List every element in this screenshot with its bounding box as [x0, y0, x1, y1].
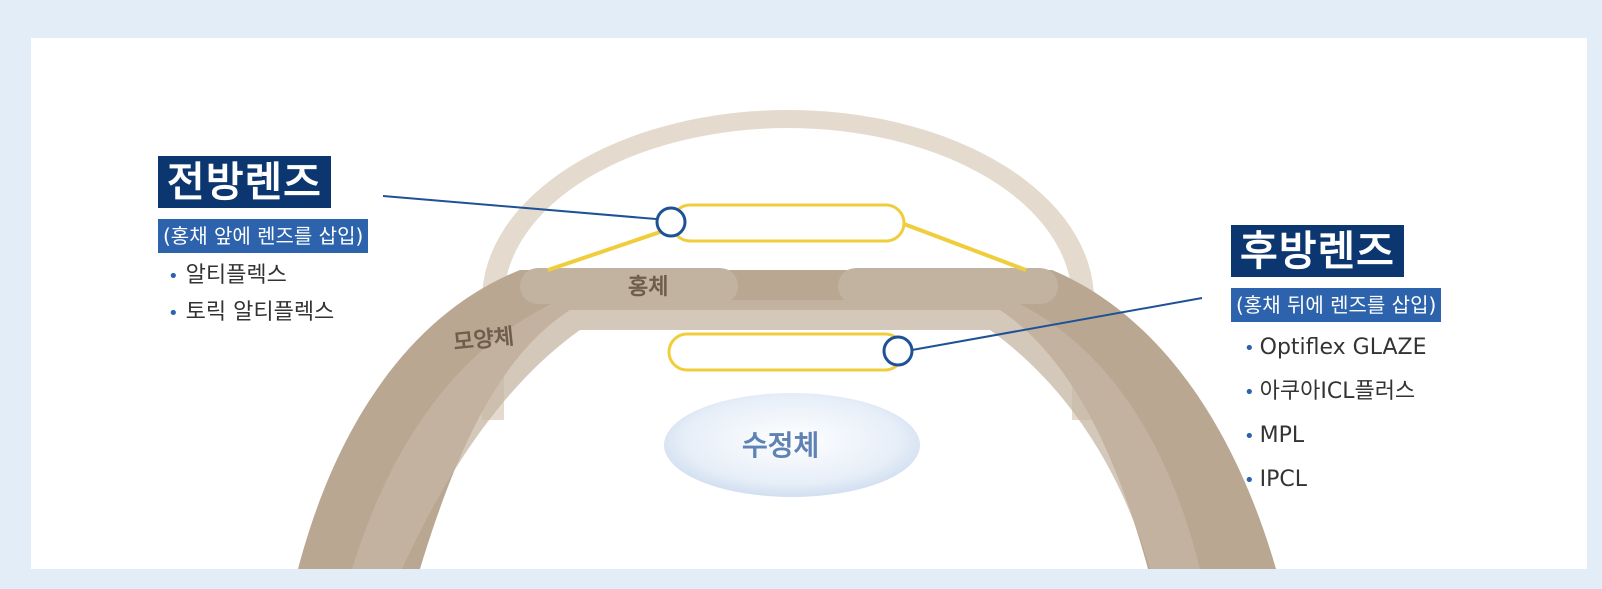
posterior-pointer-dot [882, 335, 914, 367]
anterior-haptic-left [547, 226, 673, 272]
anterior-lens-title: 전방렌즈 [158, 156, 331, 208]
list-item: •토릭 알티플렉스 [168, 300, 335, 325]
posterior-lens-subtitle: (홍채 뒤에 렌즈를 삽입) [1231, 288, 1442, 322]
anterior-lens [670, 203, 906, 243]
anterior-lens-list: •알티플렉스 •토릭 알티플렉스 [168, 258, 334, 332]
list-item: •IPCL [1244, 467, 1307, 492]
natural-lens [664, 393, 920, 497]
anterior-pointer-dot [655, 206, 687, 238]
list-item: •Optiflex GLAZE [1244, 335, 1427, 360]
anterior-pointer-line [382, 195, 657, 220]
posterior-lens [667, 332, 905, 372]
posterior-lens-title: 후방렌즈 [1231, 225, 1404, 277]
iris-right [838, 268, 1058, 304]
natural-lens-label: 수정체 [742, 429, 819, 462]
list-item: •아쿠아ICL플러스 [1244, 379, 1416, 404]
iris-label: 홍체 [628, 275, 668, 300]
iris-left [520, 268, 738, 304]
anterior-lens-subtitle: (홍채 앞에 렌즈를 삽입) [158, 219, 369, 253]
anterior-haptic-right [903, 222, 1027, 272]
posterior-lens-list: •Optiflex GLAZE •아쿠아ICL플러스 •MPL •IPCL [1244, 326, 1427, 502]
list-item: •알티플렉스 [168, 263, 287, 288]
cornea-arch [482, 110, 1094, 420]
posterior-pointer-line [911, 297, 1203, 351]
list-item: •MPL [1244, 423, 1305, 448]
